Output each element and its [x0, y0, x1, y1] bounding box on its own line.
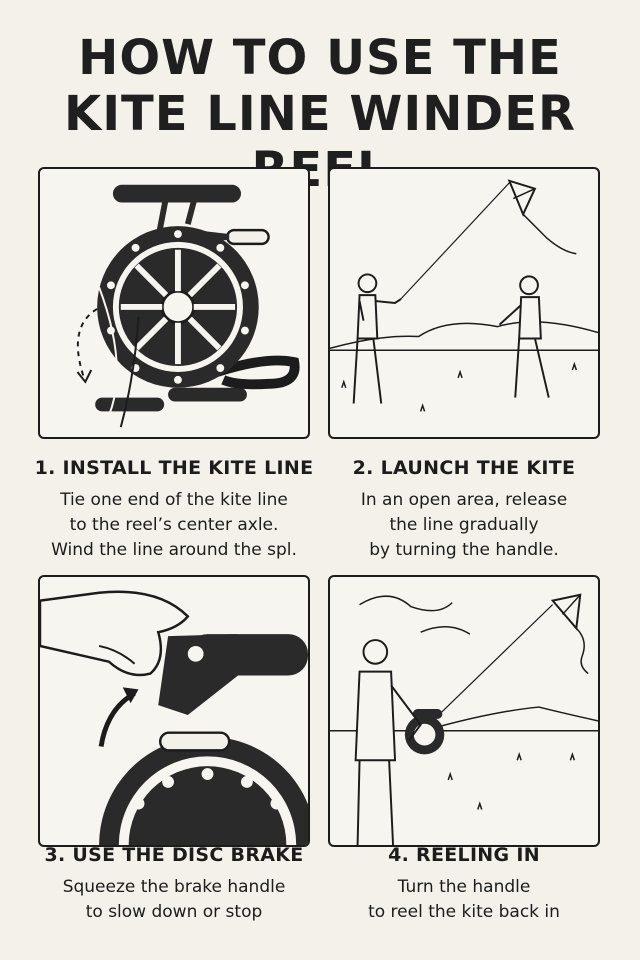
step-4-text: Turn the handle to reel the kite back in: [319, 875, 609, 925]
step-4-heading: 4. REELING IN: [388, 844, 540, 866]
step-4-line-2: to reel the kite back in: [368, 902, 560, 922]
step-2-line-2: the line gradually: [389, 515, 539, 535]
step-reeling-in: 4. REELING IN Turn the handle to reel th…: [319, 843, 609, 925]
step-1-line-2: to the reel’s center axle.: [69, 515, 279, 535]
two-people-flying-kite-illustration: [330, 179, 598, 412]
panel-launch-kite: [328, 167, 600, 439]
step-1-heading: 1. INSTALL THE KITE LINE: [34, 457, 314, 479]
step-3-line-2: to slow down or stop: [85, 902, 263, 922]
step-disc-brake: 3. USE THE DISC BRAKE Squeeze the brake …: [29, 843, 319, 925]
step-2-text: In an open area, release the line gradua…: [319, 488, 609, 563]
step-install-line: 1. INSTALL THE KITE LINE Tie one end of …: [29, 456, 319, 563]
step-3-heading: 3. USE THE DISC BRAKE: [44, 844, 304, 866]
step-2-line-1: In an open area, release: [360, 490, 568, 510]
panel-reeling-in: [328, 575, 600, 847]
step-2-line-3: by turning the handle.: [369, 540, 559, 560]
reel-illustration: [76, 184, 300, 428]
step-3-line-1: Squeeze the brake handle: [62, 877, 286, 897]
step-1-line-3: Wind the line around the spl.: [51, 540, 297, 560]
step-2-heading: 2. LAUNCH THE KITE: [352, 457, 576, 479]
step-1-line-1: Tie one end of the kite line: [60, 490, 288, 510]
hand-squeezing-brake-illustration: [40, 590, 308, 845]
title-line-1: HOW TO USE THE: [78, 30, 562, 86]
panel-disc-brake: [38, 575, 310, 847]
step-3-text: Squeeze the brake handle to slow down or…: [29, 875, 319, 925]
step-4-line-1: Turn the handle: [397, 877, 531, 897]
step-launch-kite: 2. LAUNCH THE KITE In an open area, rele…: [319, 456, 609, 563]
page-title: HOW TO USE THE KITE LINE WINDER REEL: [0, 30, 640, 198]
person-reeling-in-kite-illustration: [330, 593, 598, 845]
step-1-text: Tie one end of the kite line to the reel…: [29, 488, 319, 563]
panel-install-line: [38, 167, 310, 439]
